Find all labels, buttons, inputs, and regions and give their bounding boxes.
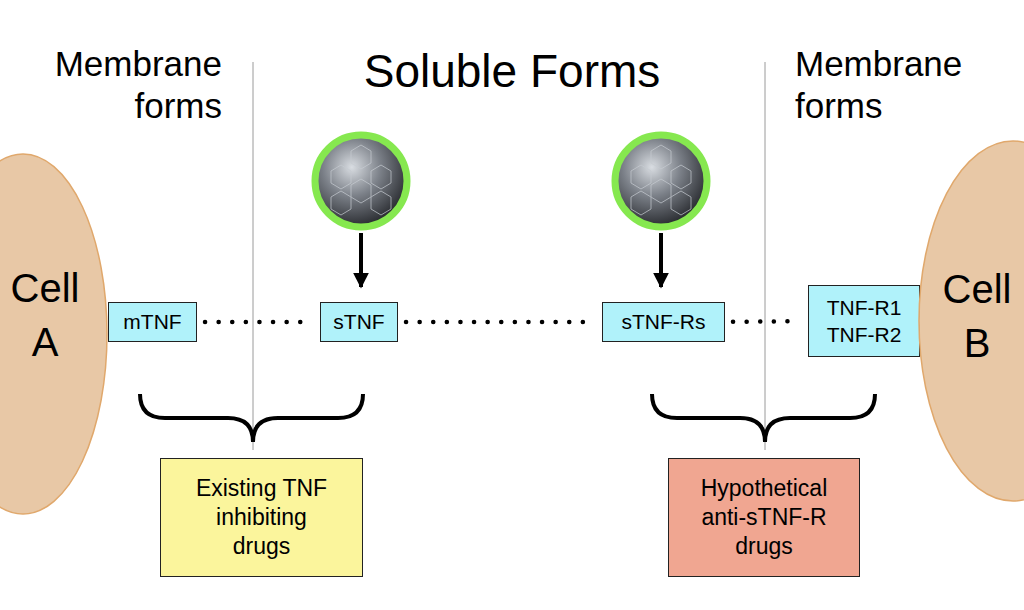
curly-bracket [652, 394, 875, 442]
dotted-connector [733, 319, 800, 324]
divider-line [253, 62, 254, 450]
drug-label: Hypothetical anti-sTNF-R drugs [687, 474, 841, 561]
cell-outline [0, 154, 107, 514]
nanoparticle [615, 135, 707, 227]
molecule-box: sTNF-Rs [602, 302, 725, 342]
region-label: Membrane forms [10, 43, 222, 127]
dotted-connector [205, 320, 312, 325]
cell-label: Cell B [932, 262, 1022, 370]
molecule-box: mTNF [108, 302, 197, 342]
region-label: Membrane forms [795, 43, 1005, 127]
receptor-box: TNF-R1 TNF-R2 [808, 285, 920, 357]
drug-box: Hypothetical anti-sTNF-R drugs [668, 458, 860, 577]
receptor-label: TNF-R1 TNF-R2 [817, 294, 911, 348]
cell-ellipse: Cell B [918, 140, 1024, 502]
binding-arrow [359, 233, 363, 287]
dotted-connector [406, 320, 594, 325]
nanoparticle [315, 135, 407, 227]
molecule-label: sTNF-Rs [622, 309, 706, 335]
cell-outline [919, 141, 1024, 501]
cell-label: Cell A [0, 261, 90, 369]
drug-label: Existing TNF inhibiting drugs [187, 474, 336, 561]
drug-box: Existing TNF inhibiting drugs [160, 458, 363, 577]
molecule-box: sTNF [320, 302, 398, 342]
binding-arrow [659, 233, 663, 287]
divider-line [765, 62, 766, 450]
molecule-label: mTNF [123, 309, 181, 335]
molecule-label: sTNF [333, 309, 384, 335]
region-heading: Soluble Forms [290, 42, 734, 100]
curly-bracket [140, 394, 363, 442]
cell-ellipse: Cell A [0, 153, 108, 515]
